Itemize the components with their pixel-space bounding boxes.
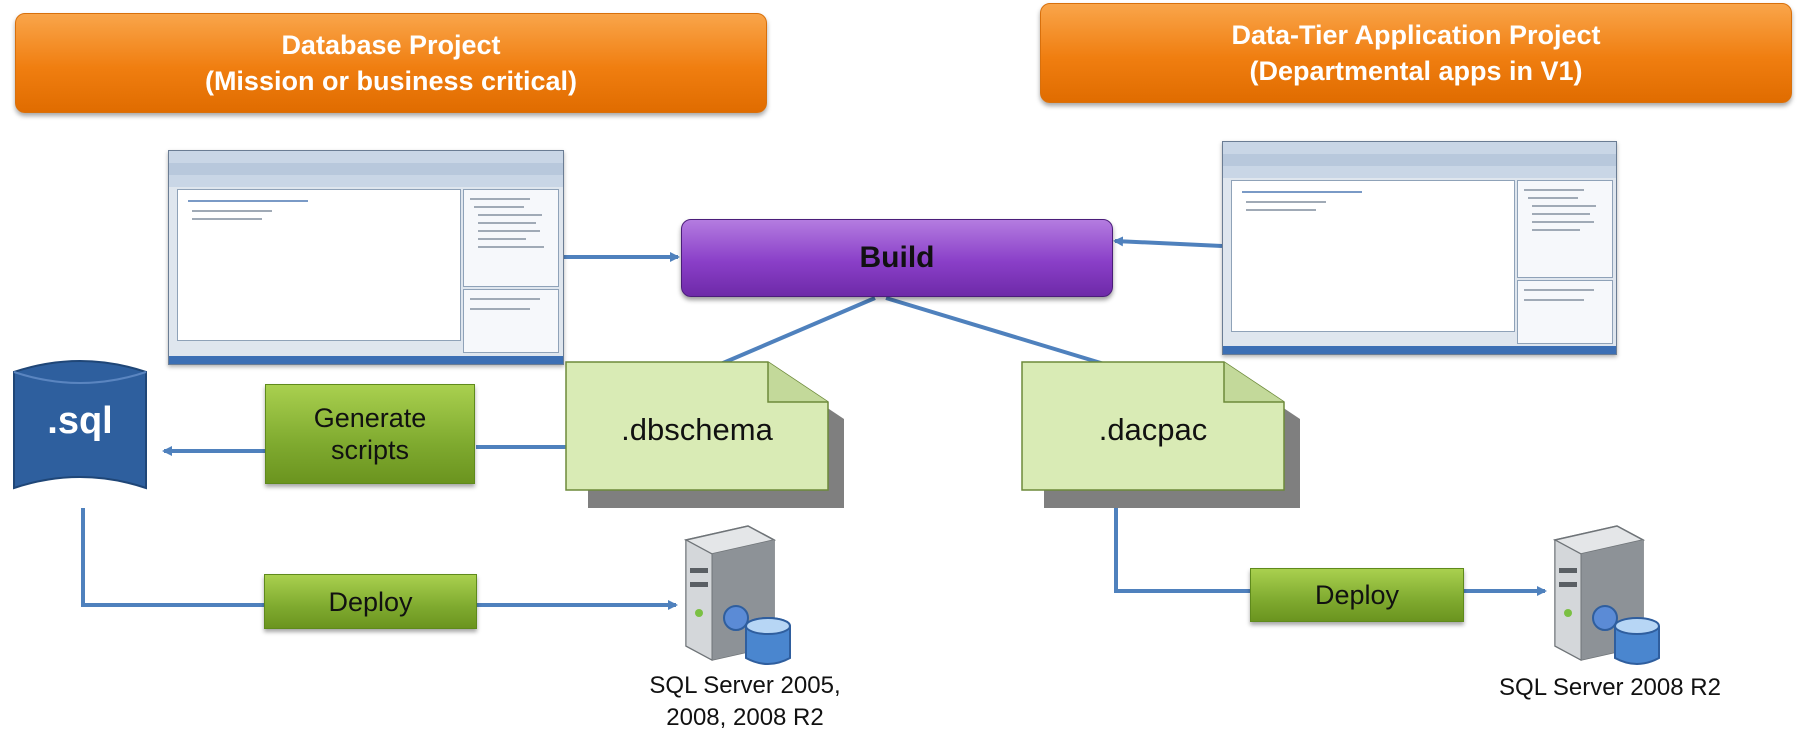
server-caption-left-line1: SQL Server 2005,: [649, 672, 841, 699]
dacpac-document-icon: [1021, 361, 1300, 508]
database-project-subtitle: (Mission or business critical): [204, 66, 578, 96]
dbschema-document-icon: [565, 361, 844, 508]
data-tier-project-title: Data-Tier Application Project: [1231, 20, 1601, 50]
generate-scripts-line1: Generate: [313, 403, 427, 433]
deploy-right-label: Deploy: [1314, 580, 1400, 610]
arrow-sql-to-server-left: [81, 508, 678, 610]
deploy-step-right: Deploy: [1250, 568, 1464, 622]
server-database-icon-left: [683, 525, 791, 665]
generate-scripts-step: Generate scripts: [265, 384, 475, 484]
arrow-build-to-dbschema: [700, 296, 876, 374]
arrow-ide-right-to-build: [1113, 236, 1223, 248]
server-caption-left: SQL Server 2005, 2008, 2008 R2: [600, 670, 890, 733]
server-caption-right: SQL Server 2008 R2: [1460, 672, 1760, 704]
build-step: Build: [681, 219, 1113, 297]
build-label: Build: [859, 241, 935, 274]
server-caption-left-line2: 2008, 2008 R2: [666, 704, 824, 731]
database-project-title: Database Project: [281, 30, 501, 60]
server-database-icon-right: [1552, 525, 1660, 665]
data-tier-project-header: Data-Tier Application Project (Departmen…: [1040, 3, 1792, 103]
visual-studio-screenshot-left: [168, 150, 564, 365]
dacpac-label: .dacpac: [1098, 412, 1208, 447]
sql-label: .sql: [47, 400, 113, 442]
deploy-left-label: Deploy: [328, 586, 413, 617]
dbschema-label: .dbschema: [621, 412, 773, 447]
generate-scripts-line2: scripts: [330, 435, 409, 465]
arrow-build-to-dacpac: [885, 296, 1126, 373]
database-project-header: Database Project (Mission or business cr…: [15, 13, 767, 113]
sql-script-icon: [13, 360, 147, 490]
deploy-step-left: Deploy: [264, 574, 477, 629]
visual-studio-screenshot-right: [1222, 141, 1617, 355]
server-caption-right-line1: SQL Server 2008 R2: [1499, 674, 1721, 701]
data-tier-project-subtitle: (Departmental apps in V1): [1249, 56, 1583, 86]
